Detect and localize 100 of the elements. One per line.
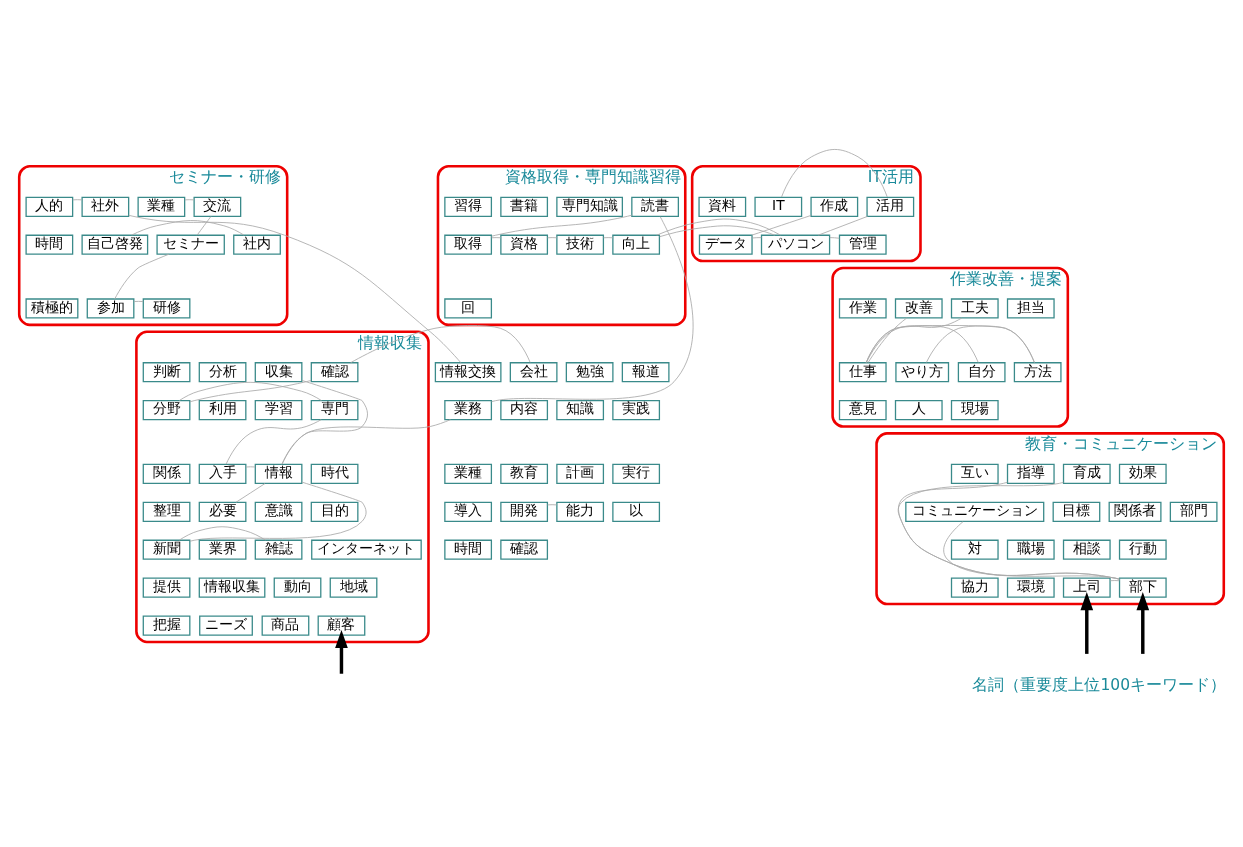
connector <box>114 253 170 299</box>
node-box: 動向 <box>273 577 322 598</box>
node-box: 現場 <box>950 399 999 420</box>
node-box: 読書 <box>631 196 679 217</box>
node-box: 関係者 <box>1108 501 1162 522</box>
node-box: 会社 <box>509 361 558 382</box>
node-box: 情報交換 <box>434 361 502 382</box>
node-box: 関係 <box>142 463 191 484</box>
node-box: 計画 <box>556 463 605 484</box>
node-box: 実行 <box>612 463 661 484</box>
node-box: 研修 <box>142 297 191 319</box>
node-box: 積極的 <box>25 297 79 319</box>
node-box: 業種 <box>137 196 186 217</box>
node-box: 協力 <box>950 577 999 598</box>
node-box: 部門 <box>1169 501 1218 522</box>
node-box: 環境 <box>1006 577 1055 598</box>
node-box: 時代 <box>310 463 359 484</box>
connector <box>547 503 558 505</box>
node-box: 実践 <box>612 399 661 420</box>
node-box: 管理 <box>838 234 887 255</box>
connector <box>189 379 312 402</box>
node-box: 確認 <box>310 361 359 382</box>
node-box: 専門 <box>310 399 359 420</box>
node-box: 勉強 <box>565 361 614 382</box>
node-box: 時間 <box>444 539 493 560</box>
node-box: 職場 <box>1006 539 1055 560</box>
node-box: 業界 <box>198 539 247 560</box>
connector <box>133 300 144 302</box>
node-box: ニーズ <box>199 614 253 636</box>
connector <box>866 317 963 363</box>
node-box: 作成 <box>810 196 859 217</box>
node-box: 教育 <box>500 463 549 484</box>
node-box: データ <box>698 234 753 255</box>
arrow <box>1136 591 1150 654</box>
node-box: 交流 <box>193 196 242 217</box>
connector <box>235 482 266 503</box>
node-box: インターネット <box>311 539 422 560</box>
node-box: 人的 <box>25 196 74 217</box>
node-box: 入手 <box>198 463 247 484</box>
connector <box>491 236 502 238</box>
node-box: 導入 <box>444 501 493 522</box>
connector <box>72 198 83 200</box>
node-box: 業種 <box>444 463 493 484</box>
node-box: 判断 <box>142 361 191 382</box>
node-box: コミュニケーション <box>905 501 1045 522</box>
connector <box>491 215 694 402</box>
node-box: 確認 <box>500 539 549 560</box>
node-box: 人 <box>894 399 943 420</box>
connector <box>189 481 367 542</box>
node-box: 上司 <box>1062 577 1111 598</box>
node-box: 部下 <box>1118 577 1167 598</box>
node-box: 地域 <box>329 577 378 598</box>
node-box: 書籍 <box>500 196 549 217</box>
connector <box>491 214 633 237</box>
node-box: 方法 <box>1013 361 1062 382</box>
node-box: 意見 <box>838 399 887 420</box>
connector <box>178 525 266 541</box>
node-box: 改善 <box>894 297 943 319</box>
node-box: 社内 <box>233 234 281 255</box>
node-box: 新聞 <box>142 539 191 560</box>
node-box: 分野 <box>142 399 191 420</box>
node-box: やり方 <box>895 361 950 382</box>
node-box: 参加 <box>86 297 135 319</box>
connector <box>547 236 558 238</box>
node-box: 対 <box>950 539 999 560</box>
node-box: 工夫 <box>950 297 999 319</box>
node-box: 顧客 <box>317 614 366 636</box>
connector <box>245 465 256 467</box>
node-box: 相談 <box>1062 539 1111 560</box>
node-box: 情報 <box>254 463 303 484</box>
node-box: 回 <box>444 297 493 319</box>
node-box: 必要 <box>198 501 247 522</box>
connector <box>196 215 212 236</box>
connector <box>867 317 908 363</box>
connector <box>656 218 781 237</box>
node-box: 技術 <box>556 234 605 255</box>
node-box: 自己啓発 <box>81 234 149 255</box>
connector <box>184 198 195 200</box>
node-box: 能力 <box>556 501 605 522</box>
node-box: 仕事 <box>838 361 887 382</box>
connector <box>829 236 840 239</box>
node-box: 意識 <box>254 501 303 522</box>
node-box: 学習 <box>254 399 303 420</box>
node-box: 活用 <box>866 196 915 217</box>
node-box: 指導 <box>1006 463 1055 484</box>
connector <box>943 520 1120 580</box>
node-box: 取得 <box>444 234 493 255</box>
node-box: 情報収集 <box>198 577 266 598</box>
connector <box>751 236 762 238</box>
node-box: 担当 <box>1006 297 1055 319</box>
node-box: 向上 <box>612 234 661 255</box>
connector <box>865 324 1035 363</box>
connector <box>225 418 322 465</box>
node-box: 提供 <box>142 577 191 598</box>
node-box: 分析 <box>198 361 247 382</box>
node-box: 習得 <box>444 196 493 217</box>
node-box: 知識 <box>556 399 605 420</box>
node-box: 整理 <box>142 501 191 522</box>
connector <box>350 324 531 363</box>
node-box: 資格 <box>500 234 549 255</box>
